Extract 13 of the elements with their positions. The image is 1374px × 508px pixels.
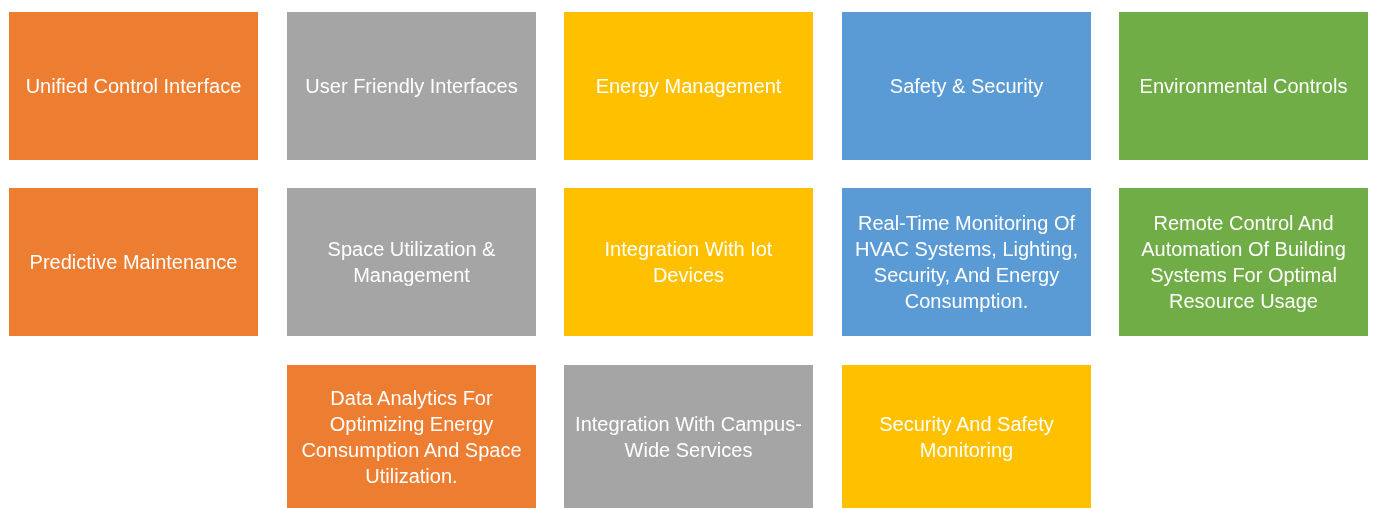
feature-tile: User Friendly Interfaces — [287, 12, 536, 160]
feature-tile: Energy Management — [564, 12, 813, 160]
feature-tile: Unified Control Interface — [9, 12, 258, 160]
feature-tile: Integration With Iot Devices — [564, 188, 813, 336]
feature-tile: Real-Time Monitoring Of HVAC Systems, Lighting, Security, And Energy Consumption. — [842, 188, 1091, 336]
feature-tile: Data Analytics For Optimizing Energy Consumption And Space Utilization. — [287, 365, 536, 508]
feature-tile: Space Utilization & Management — [287, 188, 536, 336]
feature-tile: Predictive Maintenance — [9, 188, 258, 336]
feature-tile: Security And Safety Monitoring — [842, 365, 1091, 508]
feature-tile: Environmental Controls — [1119, 12, 1368, 160]
feature-tile: Integration With Campus-Wide Services — [564, 365, 813, 508]
feature-tile: Remote Control And Automation Of Building Systems For Optimal Resource Usage — [1119, 188, 1368, 336]
feature-tile: Safety & Security — [842, 12, 1091, 160]
